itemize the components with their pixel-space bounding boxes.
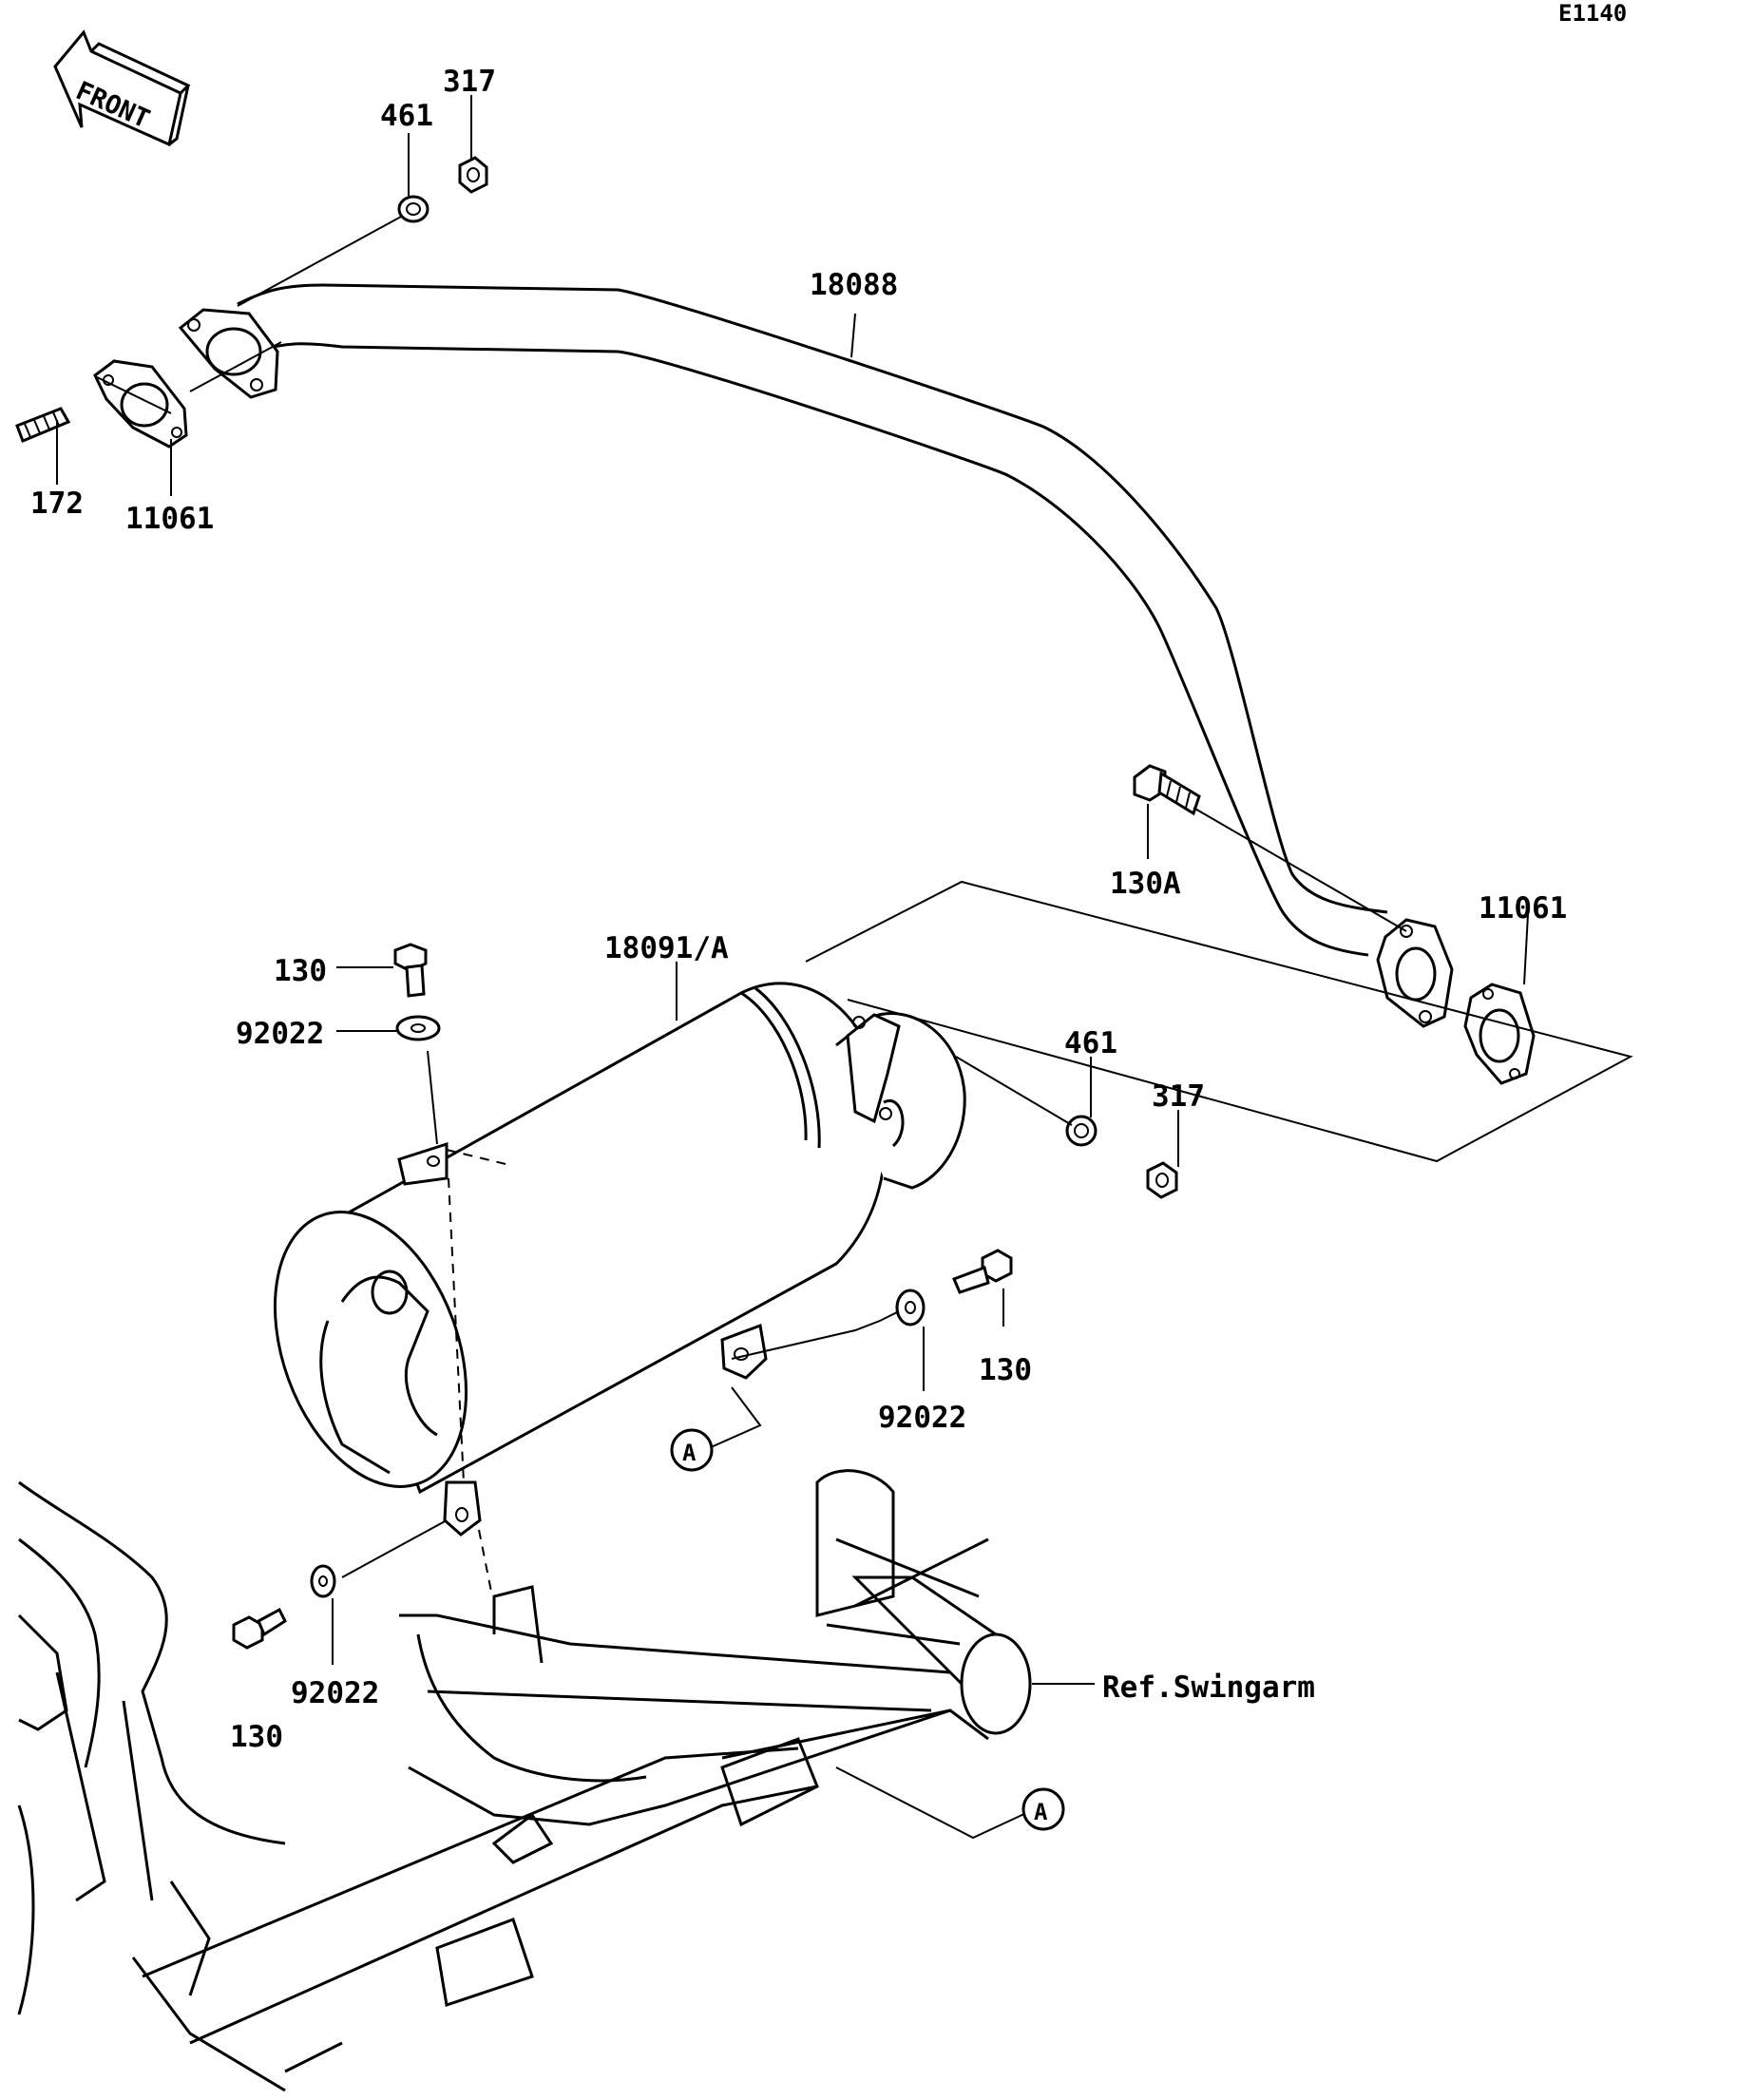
label-18088: 18088: [810, 268, 898, 302]
label-92022-top: 92022: [236, 1017, 324, 1051]
callout-a-lower: A: [1021, 1787, 1065, 1831]
label-92022-right: 92022: [878, 1401, 966, 1435]
front-arrow-icon: FRONT: [53, 29, 191, 147]
nut-front: [458, 156, 488, 194]
front-label: FRONT: [71, 76, 154, 134]
callout-a-upper-label: A: [682, 1440, 697, 1466]
bolt-top: [393, 943, 428, 998]
washer-top: [395, 1015, 441, 1041]
label-11061-rear: 11061: [1479, 891, 1567, 926]
label-130-top: 130: [274, 954, 327, 988]
label-461-front: 461: [380, 99, 433, 133]
gasket-front: [93, 359, 188, 449]
washer-right: [895, 1289, 926, 1327]
label-317-front: 317: [443, 65, 496, 99]
label-130-right: 130: [979, 1353, 1032, 1387]
label-ref-swingarm: Ref.Swingarm: [1102, 1670, 1315, 1705]
label-130-bottom: 130: [230, 1720, 283, 1754]
stud-172: [15, 407, 71, 443]
bolt-bottom: [232, 1607, 287, 1650]
diagram-code: E1140: [1558, 0, 1627, 27]
label-18091a: 18091/A: [604, 931, 729, 965]
label-172: 172: [30, 487, 84, 521]
label-92022-bottom: 92022: [291, 1676, 379, 1710]
callout-a-lower-label: A: [1034, 1799, 1048, 1825]
leader-lines: [56, 95, 1529, 1840]
washer-bottom: [310, 1564, 336, 1598]
nut-rear: [1146, 1161, 1178, 1199]
muffler: [273, 982, 966, 1537]
label-130a: 130A: [1110, 867, 1181, 901]
lockwasher-rear: [1065, 1115, 1098, 1147]
frame-swingarm: [17, 1469, 1032, 2092]
exhaust-pipe: [178, 283, 1454, 1028]
label-11061-front: 11061: [125, 502, 214, 536]
callout-a-upper: A: [670, 1428, 714, 1472]
lockwasher-front: [397, 195, 429, 223]
bolt-right: [952, 1249, 1013, 1294]
label-317-rear: 317: [1152, 1079, 1205, 1114]
gasket-rear: [1463, 983, 1536, 1085]
swingarm-pivot-tube: [960, 1632, 1032, 1735]
bolt-130a: [1133, 764, 1201, 816]
label-461-rear: 461: [1064, 1026, 1117, 1060]
